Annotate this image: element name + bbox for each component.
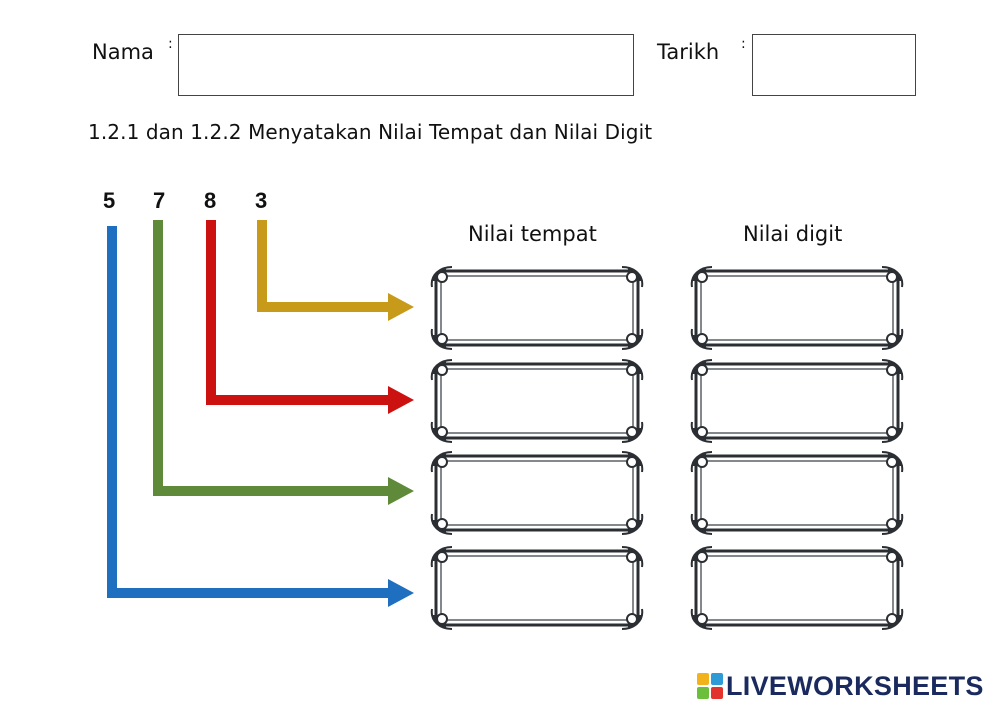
place-value-box-hundreds[interactable] — [430, 450, 644, 536]
digit-value-box-thousands[interactable] — [690, 545, 904, 631]
digit-ones: 3 — [255, 188, 268, 213]
liveworksheets-logo-text: LIVEWORKSHEETS — [726, 671, 984, 701]
date-input[interactable] — [752, 34, 916, 96]
arrow-tens — [206, 220, 414, 414]
digit-value-box-hundreds[interactable] — [690, 450, 904, 536]
digit-value-box-ones[interactable] — [690, 265, 904, 351]
digit-hundreds: 7 — [153, 188, 166, 213]
digit-value-box-tens[interactable] — [690, 358, 904, 444]
liveworksheets-logo-icon — [696, 672, 724, 700]
date-colon: : — [741, 36, 746, 52]
place-value-heading: Nilai tempat — [468, 222, 597, 246]
name-colon: : — [168, 36, 173, 52]
arrow-thousands — [107, 226, 414, 607]
digit-thousands: 5 — [103, 188, 116, 213]
place-value-box-ones[interactable] — [430, 265, 644, 351]
date-label: Tarikh — [657, 40, 720, 64]
place-value-box-tens[interactable] — [430, 358, 644, 444]
name-input[interactable] — [178, 34, 634, 96]
digit-value-heading: Nilai digit — [743, 222, 843, 246]
page-title: 1.2.1 dan 1.2.2 Menyatakan Nilai Tempat … — [88, 120, 653, 144]
digit-tens: 8 — [204, 188, 217, 213]
place-value-box-thousands[interactable] — [430, 545, 644, 631]
arrow-ones — [257, 220, 414, 321]
name-label: Nama — [92, 40, 154, 64]
arrow-hundreds — [153, 220, 414, 505]
